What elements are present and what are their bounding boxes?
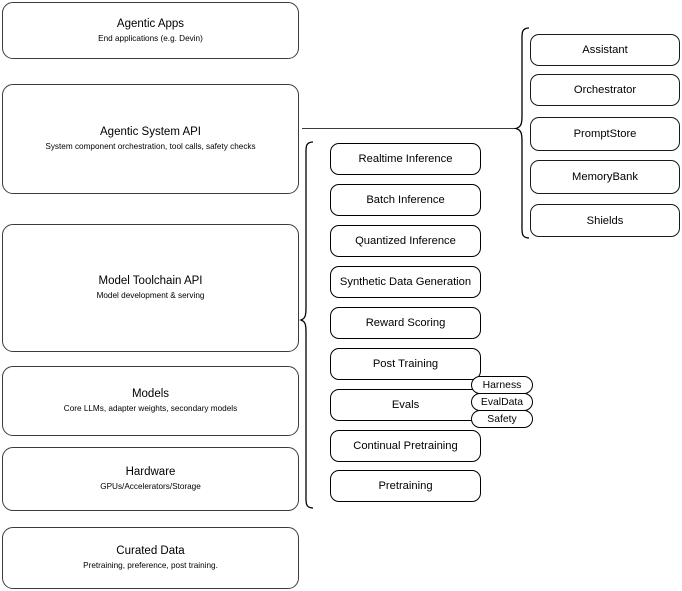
capability-evals[interactable]: Evals — [330, 389, 481, 421]
capability-pretraining[interactable]: Pretraining — [330, 470, 481, 502]
capability-batch-inference[interactable]: Batch Inference — [330, 184, 481, 216]
layer-subtitle: Model development & serving — [96, 291, 205, 300]
layer-title: Agentic System API — [100, 126, 201, 138]
layer-title: Models — [131, 388, 170, 400]
capability-label: Reward Scoring — [365, 317, 446, 329]
capability-continual-pretraining[interactable]: Continual Pretraining — [330, 430, 481, 462]
component-label: Assistant — [582, 44, 628, 56]
component-orchestrator[interactable]: Orchestrator — [530, 74, 680, 106]
capability-synthetic-data-generation[interactable]: Synthetic Data Generation — [330, 266, 481, 298]
component-label: PromptStore — [573, 128, 637, 140]
layer-subtitle: Pretraining, preference, post training. — [83, 561, 218, 570]
eval-pill-harness[interactable]: Harness — [471, 376, 533, 394]
capability-post-training[interactable]: Post Training — [330, 348, 481, 380]
layer-agentic-apps[interactable]: Agentic Apps End applications (e.g. Devi… — [2, 2, 299, 59]
layer-title: Hardware — [125, 466, 176, 478]
layer-hardware[interactable]: Hardware GPUs/Accelerators/Storage — [2, 447, 299, 511]
layer-title: Model Toolchain API — [98, 275, 203, 287]
component-label: MemoryBank — [572, 171, 638, 183]
component-label: Orchestrator — [573, 84, 637, 96]
eval-pill-label: Safety — [487, 413, 517, 425]
capability-label: Evals — [391, 399, 420, 411]
layer-subtitle: Core LLMs, adapter weights, secondary mo… — [63, 404, 238, 413]
capability-label: Post Training — [372, 358, 439, 370]
capability-label: Synthetic Data Generation — [339, 276, 472, 288]
capability-reward-scoring[interactable]: Reward Scoring — [330, 307, 481, 339]
layer-curated-data[interactable]: Curated Data Pretraining, preference, po… — [2, 527, 299, 589]
component-label: Shields — [586, 214, 624, 227]
model-toolchain-brace — [299, 141, 314, 509]
eval-pill-safety[interactable]: Safety — [471, 410, 533, 428]
layer-subtitle: End applications (e.g. Devin) — [98, 33, 203, 43]
capability-quantized-inference[interactable]: Quantized Inference — [330, 225, 481, 257]
eval-pill-evaldata[interactable]: EvalData — [471, 393, 533, 411]
capability-label: Batch Inference — [366, 194, 445, 206]
capability-label: Pretraining — [378, 480, 433, 492]
component-shields[interactable]: Shields — [530, 204, 680, 237]
layer-model-toolchain-api[interactable]: Model Toolchain API Model development & … — [2, 224, 299, 352]
component-memorybank[interactable]: MemoryBank — [530, 160, 680, 194]
layer-agentic-system-api[interactable]: Agentic System API System component orch… — [2, 84, 299, 194]
layer-title: Curated Data — [116, 545, 185, 557]
component-promptstore[interactable]: PromptStore — [530, 117, 680, 151]
capability-label: Continual Pretraining — [353, 440, 458, 452]
capability-label: Quantized Inference — [355, 235, 456, 247]
layer-title: Agentic Apps — [116, 17, 185, 30]
layer-subtitle: GPUs/Accelerators/Storage — [100, 482, 201, 491]
agentic-system-brace — [513, 27, 530, 239]
layer-subtitle: System component orchestration, tool cal… — [45, 142, 256, 151]
component-assistant[interactable]: Assistant — [530, 34, 680, 66]
eval-pill-label: Harness — [482, 379, 522, 391]
eval-pill-label: EvalData — [480, 396, 524, 408]
capability-realtime-inference[interactable]: Realtime Inference — [330, 143, 481, 175]
layer-models[interactable]: Models Core LLMs, adapter weights, secon… — [2, 366, 299, 436]
capability-label: Realtime Inference — [358, 153, 453, 165]
